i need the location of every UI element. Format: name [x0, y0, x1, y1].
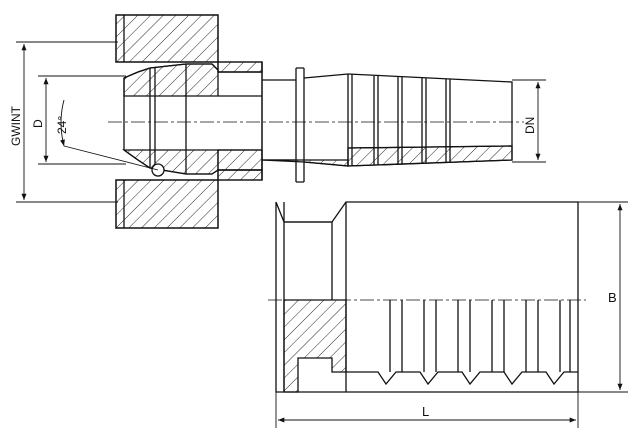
- barbed-tail: [347, 73, 513, 167]
- nipple-shaft: [261, 67, 349, 183]
- nut-flange: [217, 61, 263, 73]
- label-l: L: [422, 404, 429, 419]
- fitting-assembly: [63, 14, 524, 229]
- nipple-head: [121, 63, 219, 177]
- nut-bottom-section: [115, 179, 219, 229]
- label-b: B: [608, 290, 617, 305]
- nut-top-section: [115, 14, 219, 63]
- ferrule-outline: [275, 201, 579, 393]
- dimension-lines-top: [16, 41, 546, 203]
- label-dn: DN: [523, 117, 537, 134]
- ferrule: [268, 201, 586, 393]
- dimension-lines-bottom: [275, 201, 628, 428]
- label-angle: 24°: [55, 116, 69, 134]
- ferrule-wall-section: [283, 299, 347, 393]
- label-d: D: [31, 119, 45, 128]
- label-gwint: GWINT: [9, 105, 23, 146]
